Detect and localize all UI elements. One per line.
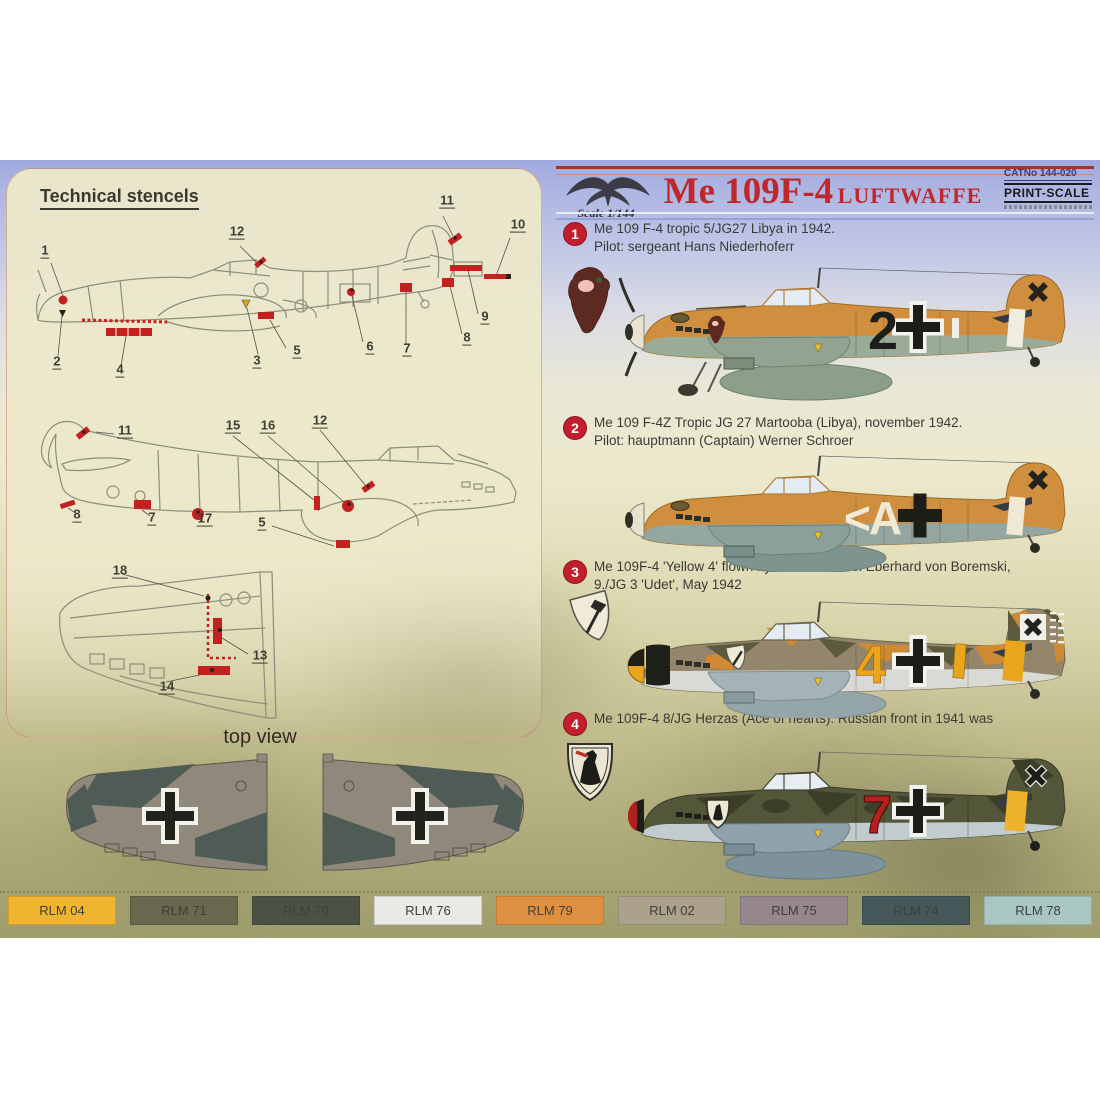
color-key: RLM 04 RLM 71 RLM 70 RLM 76 RLM 79 RLM 0…	[8, 896, 1092, 925]
entry-4-text: Me 109F-4 8/JG Herzas (Ace of hearts). R…	[594, 711, 994, 726]
color-swatch-rlm76: RLM 76	[374, 896, 482, 925]
aircraft-profile-2: <A	[625, 455, 1066, 572]
callout-7: 7	[402, 340, 412, 357]
color-swatch-rlm04: RLM 04	[8, 896, 116, 925]
callout-1: 1	[40, 242, 50, 259]
aircraft-code: <A	[844, 492, 901, 544]
tail-insignia	[1024, 764, 1048, 788]
color-swatch-rlm71: RLM 71	[130, 896, 238, 925]
header-blue-rule	[556, 212, 1094, 220]
aircraft-code: 4	[856, 635, 886, 695]
callout-4: 4	[115, 361, 125, 378]
entry-2-text: Me 109 F-4Z Tropic JG 27 Martooba (Libya…	[594, 415, 963, 448]
callout-11: 11	[117, 422, 133, 439]
divider-dotted	[0, 891, 1100, 893]
callout-8: 8	[462, 329, 472, 346]
brand-logo: PRINT-SCALE	[1004, 183, 1092, 203]
aircraft-code: 2	[868, 301, 898, 361]
callout-12: 12	[311, 412, 329, 429]
fuselage-cross	[892, 301, 944, 353]
callout-14: 14	[158, 678, 176, 695]
entry-1-badge: 1	[563, 222, 587, 246]
fuselage-cross	[892, 635, 944, 687]
entry-2-badge: 2	[563, 416, 587, 440]
callout-5: 5	[292, 342, 302, 359]
aircraft-profile-4: 7	[567, 743, 1066, 880]
brand-url-strip	[1004, 205, 1092, 209]
catalog-number: CATNo 144-020	[1004, 168, 1092, 181]
fuselage-cross	[898, 493, 942, 538]
color-swatch-rlm74: RLM 74	[862, 896, 970, 925]
callout-17: 17	[196, 510, 214, 527]
callout-18: 18	[111, 562, 129, 579]
tail-insignia	[1028, 282, 1048, 302]
callout-3: 3	[252, 352, 262, 369]
aircraft-code: 7	[862, 785, 892, 845]
color-swatch-rlm70: RLM 70	[252, 896, 360, 925]
color-swatch-rlm79: RLM 79	[496, 896, 604, 925]
wings-top-view	[66, 753, 524, 871]
title-sub: LUFTWAFFE	[837, 183, 983, 208]
callout-5: 5	[257, 514, 267, 531]
axe-shield-emblem	[569, 589, 610, 641]
callout-16: 16	[259, 417, 277, 434]
decal-sheet: Technical stencels	[0, 160, 1100, 938]
victory-tally	[1050, 612, 1064, 644]
color-swatch-rlm02: RLM 02	[618, 896, 726, 925]
callout-10: 10	[509, 216, 527, 233]
stencil-side-view-2	[40, 420, 517, 548]
callout-7: 7	[147, 509, 157, 526]
top-view-label: top view	[223, 726, 297, 748]
aircraft-profile-1: 2	[568, 267, 1066, 401]
callout-11: 11	[439, 192, 455, 209]
callout-8: 8	[72, 506, 82, 523]
aircraft-profile-3: 4	[569, 589, 1066, 718]
brand-block: CATNo 144-020 PRINT-SCALE	[1004, 168, 1092, 209]
color-swatch-rlm75: RLM 75	[740, 896, 848, 925]
callout-2: 2	[52, 353, 62, 370]
tail-insignia	[1023, 617, 1043, 637]
callout-9: 9	[480, 308, 490, 325]
eagle-logo-icon	[566, 177, 650, 207]
title-main: Me 109F-4	[663, 171, 834, 212]
callout-13: 13	[251, 647, 269, 664]
entry-1-text: Me 109 F-4 tropic 5/JG27 Libya in 1942.P…	[594, 221, 835, 254]
unit-shield-emblem	[567, 743, 613, 802]
fuselage-cross	[892, 785, 944, 837]
tail-insignia	[1028, 470, 1048, 490]
color-swatch-rlm78: RLM 78	[984, 896, 1092, 925]
stencil-wing-view	[59, 571, 277, 719]
entry-3-badge: 3	[563, 560, 587, 584]
entry-4-badge: 4	[563, 712, 587, 736]
callout-15: 15	[224, 417, 242, 434]
sheet-title: Me 109F-4 LUFTWAFFE	[648, 170, 998, 213]
callout-12: 12	[228, 223, 246, 240]
stencils-title: Technical stencels	[40, 186, 199, 210]
header-red-rule	[556, 166, 1094, 175]
africa-emblem	[568, 267, 610, 334]
callout-6: 6	[365, 338, 375, 355]
stencil-side-view-1	[36, 215, 511, 367]
